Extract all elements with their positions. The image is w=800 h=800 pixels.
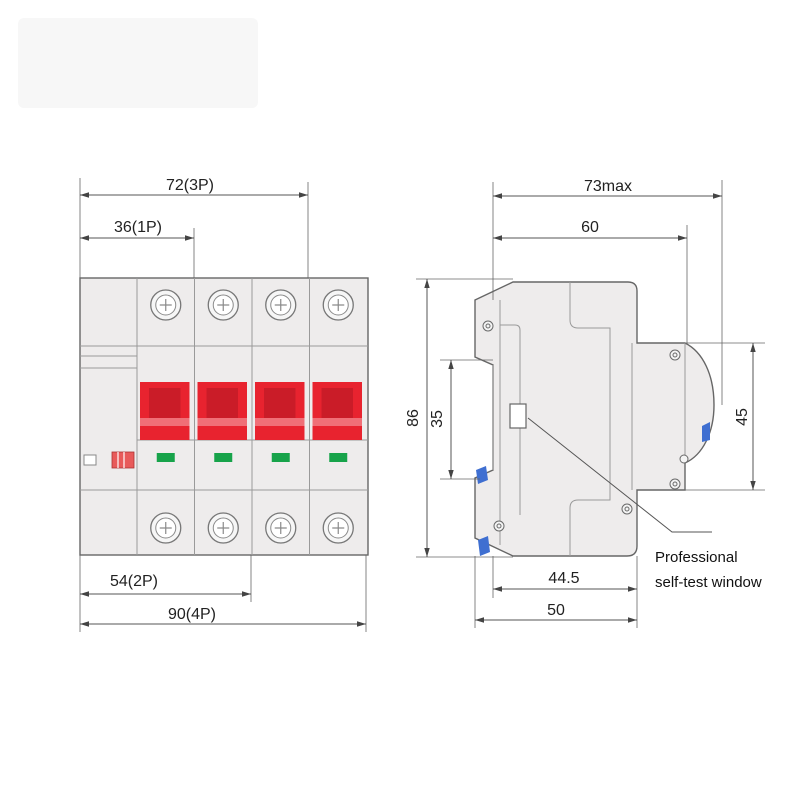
poles-group [140, 278, 362, 555]
callout-leader [527, 417, 712, 533]
dim-label-73max: 73max [584, 178, 632, 195]
handle-highlight [255, 418, 305, 426]
dim-label-35: 35 [429, 410, 446, 428]
side-view: Professional self-test window [474, 281, 762, 591]
handle-highlight [197, 418, 247, 426]
screw-slot [274, 299, 287, 311]
dim-label-86: 86 [405, 409, 422, 427]
din-clip [476, 466, 488, 484]
screw-slot [332, 299, 345, 311]
handle-grip [206, 388, 238, 418]
test-button [111, 451, 135, 469]
dim-label-50: 50 [547, 602, 565, 619]
side-dimensions: 73max 60 86 35 45 44.5 50 [405, 178, 765, 628]
mounting-bolt-center [485, 323, 491, 329]
status-indicator [214, 453, 233, 462]
dim-label-45: 45 [734, 408, 751, 426]
din-clip [702, 422, 710, 442]
status-indicator [271, 453, 290, 462]
callout-line-1: Professional [655, 549, 738, 566]
front-dimensions: 72(3P) 36(1P) 54(2P) 90(4P) [79, 177, 367, 632]
mounting-bolt-center [496, 523, 502, 529]
screw-slot [159, 522, 172, 534]
dim-label-2p: 54(2P) [110, 573, 158, 590]
status-indicator [329, 453, 348, 462]
handle-grip [149, 388, 181, 418]
din-clip [478, 536, 490, 556]
handle-highlight [312, 418, 362, 426]
screw-slot [217, 299, 230, 311]
dim-label-3p: 72(3P) [166, 177, 214, 194]
dim-label-1p: 36(1P) [114, 219, 162, 236]
handle-grip [321, 388, 353, 418]
screw-slot [159, 299, 172, 311]
test-button-slot [83, 454, 97, 466]
screw-slot [217, 522, 230, 534]
handle-grip [264, 388, 296, 418]
side-inner-line [569, 282, 611, 556]
watermark-area [18, 18, 258, 108]
mounting-bolt [679, 454, 689, 464]
dim-label-60: 60 [581, 219, 599, 236]
dim-label-44-5: 44.5 [548, 570, 579, 587]
mounting-bolt-center [672, 481, 678, 487]
front-view [79, 277, 369, 556]
self-test-window [509, 403, 527, 429]
status-indicator [156, 453, 175, 462]
callout-line-2: self-test window [655, 574, 762, 591]
dim-label-4p: 90(4P) [168, 606, 216, 623]
breaker-body-side [474, 281, 715, 557]
screw-slot [274, 522, 287, 534]
mounting-bolt-center [672, 352, 678, 358]
mounting-bolt-center [624, 506, 630, 512]
handle-highlight [140, 418, 190, 426]
screw-slot [332, 522, 345, 534]
side-inner-line [500, 324, 521, 515]
